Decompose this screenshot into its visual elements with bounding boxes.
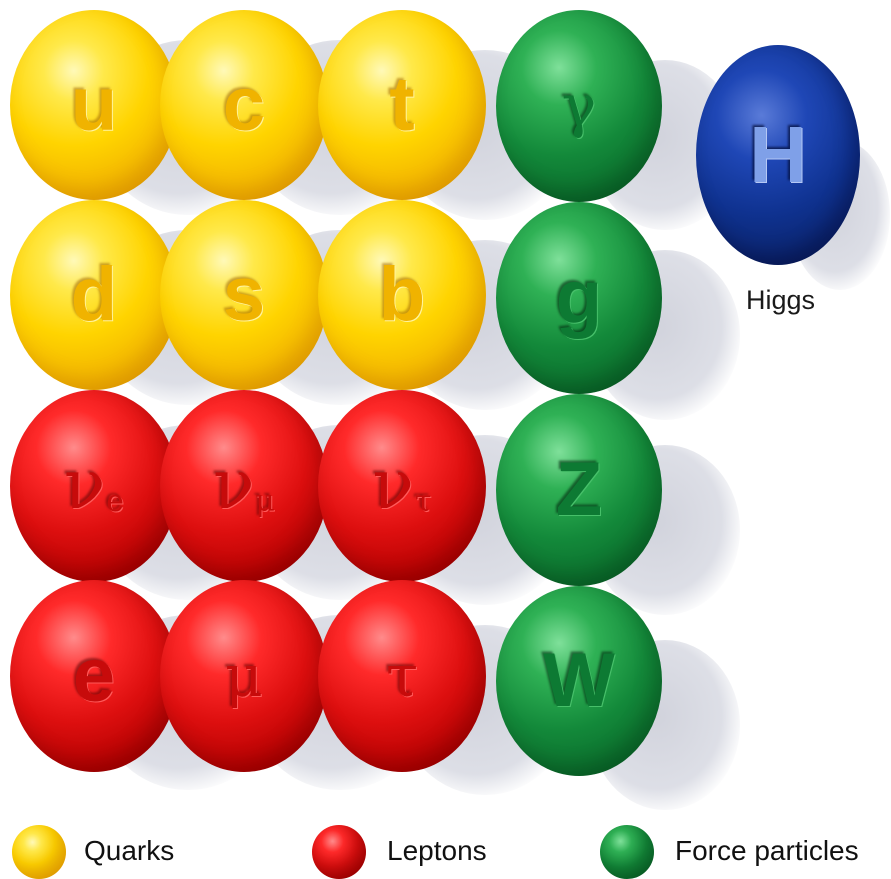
higgs-symbol: H <box>749 110 807 199</box>
quark-u-symbol: u <box>70 62 118 147</box>
force-gamma-symbol: γ <box>561 72 597 140</box>
force-w-symbol: W <box>543 638 615 723</box>
quark-s-ball: s <box>160 200 328 390</box>
quark-d-symbol: d <box>70 252 118 337</box>
quark-d-ball: d <box>10 200 178 390</box>
quark-b-ball: b <box>318 200 486 390</box>
quark-t-ball: t <box>318 10 486 200</box>
lepton-e-ball: e <box>10 580 178 772</box>
legend-leptons-ball <box>312 825 366 879</box>
force-g-symbol: g <box>555 255 603 340</box>
nu-subscript: e <box>106 484 125 519</box>
quark-c-ball: c <box>160 10 328 200</box>
nu-glyph: ν <box>213 446 255 525</box>
quark-c-symbol: c <box>222 62 266 147</box>
nu-glyph: ν <box>372 446 414 525</box>
lepton-e-symbol: e <box>72 633 116 718</box>
legend-force-label: Force particles <box>675 835 859 866</box>
quark-s-symbol: s <box>222 252 266 337</box>
quark-t-symbol: t <box>389 62 415 147</box>
force-z-symbol: Z <box>555 447 603 532</box>
lepton-tau-ball: τ <box>318 580 486 772</box>
lepton-mu-symbol: μ <box>225 642 263 710</box>
quark-u-ball: u <box>10 10 178 200</box>
force-z-ball: Z <box>496 394 662 586</box>
legend-force-ball <box>600 825 654 879</box>
nu-subscript: μ <box>255 484 275 519</box>
nu-glyph: ν <box>63 446 106 525</box>
force-g-ball: g <box>496 202 662 394</box>
legend-quarks-ball <box>12 825 66 879</box>
higgs-ball: H <box>696 45 860 265</box>
legend-leptons-label: Leptons <box>387 835 487 866</box>
lepton-tau-symbol: τ <box>385 642 419 710</box>
higgs-label: Higgs <box>746 285 816 315</box>
nu-subscript: τ <box>414 484 432 519</box>
legend-quarks-label: Quarks <box>84 835 175 866</box>
lepton-mu-ball: μ <box>160 580 328 772</box>
force-w-ball: W <box>496 586 662 776</box>
quark-b-symbol: b <box>378 252 426 337</box>
force-gamma-ball: γ <box>496 10 662 202</box>
